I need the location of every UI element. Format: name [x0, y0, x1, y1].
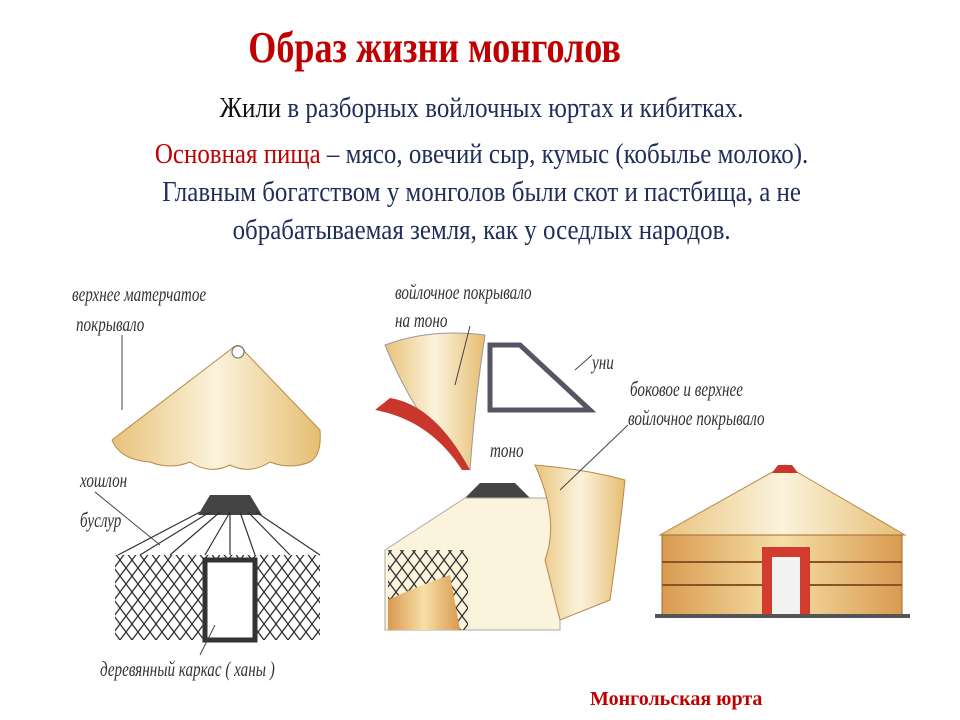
label-side-top-1: боковое и верхнее: [630, 377, 743, 401]
label-frame: деревянный каркас ( ханы ): [100, 657, 275, 681]
text-main-food: Основная пища: [154, 138, 321, 170]
text-line-1: Жили в разборных войлочных юртах и кибит…: [0, 92, 960, 125]
label-top-cover-2: покрывало: [76, 312, 145, 336]
label-tono: тоно: [490, 438, 524, 462]
label-buslur: буслур: [80, 508, 122, 532]
felt-tono-cover-illustration: [375, 332, 597, 471]
label-felt-tono-1: войлочное покрывало: [395, 280, 532, 304]
text-line-2: Основная пища – мясо, овечий сыр, кумыс …: [0, 138, 960, 171]
label-uni: уни: [592, 350, 614, 374]
text-line-3: Главным богатством у монголов были скот …: [162, 176, 801, 208]
label-felt-tono-2: на тоно: [395, 308, 448, 332]
label-khoshlon: хошлон: [80, 468, 128, 492]
text-lived: Жили: [219, 92, 282, 124]
top-cover-illustration: [111, 345, 321, 470]
image-caption: Монгольская юрта: [590, 688, 763, 710]
assembled-yurt-illustration: [655, 464, 910, 618]
partial-cover-yurt-illustration: [384, 464, 626, 631]
frame-yurt-illustration: [115, 495, 321, 643]
text-line-1-rest: в разборных войлочных юртах и кибитках.: [281, 92, 744, 124]
page-title: Образ жизни монголов: [248, 23, 621, 72]
label-side-top-2: войлочное покрывало: [628, 406, 765, 430]
label-top-cover-1: верхнее матерчатое: [72, 282, 207, 306]
text-line-4: обрабатываемая земля, как у оседлых наро…: [232, 214, 731, 246]
text-line-2-rest: – мясо, овечий сыр, кумыс (кобылье молок…: [320, 138, 809, 170]
leader-lines: [94, 325, 629, 656]
